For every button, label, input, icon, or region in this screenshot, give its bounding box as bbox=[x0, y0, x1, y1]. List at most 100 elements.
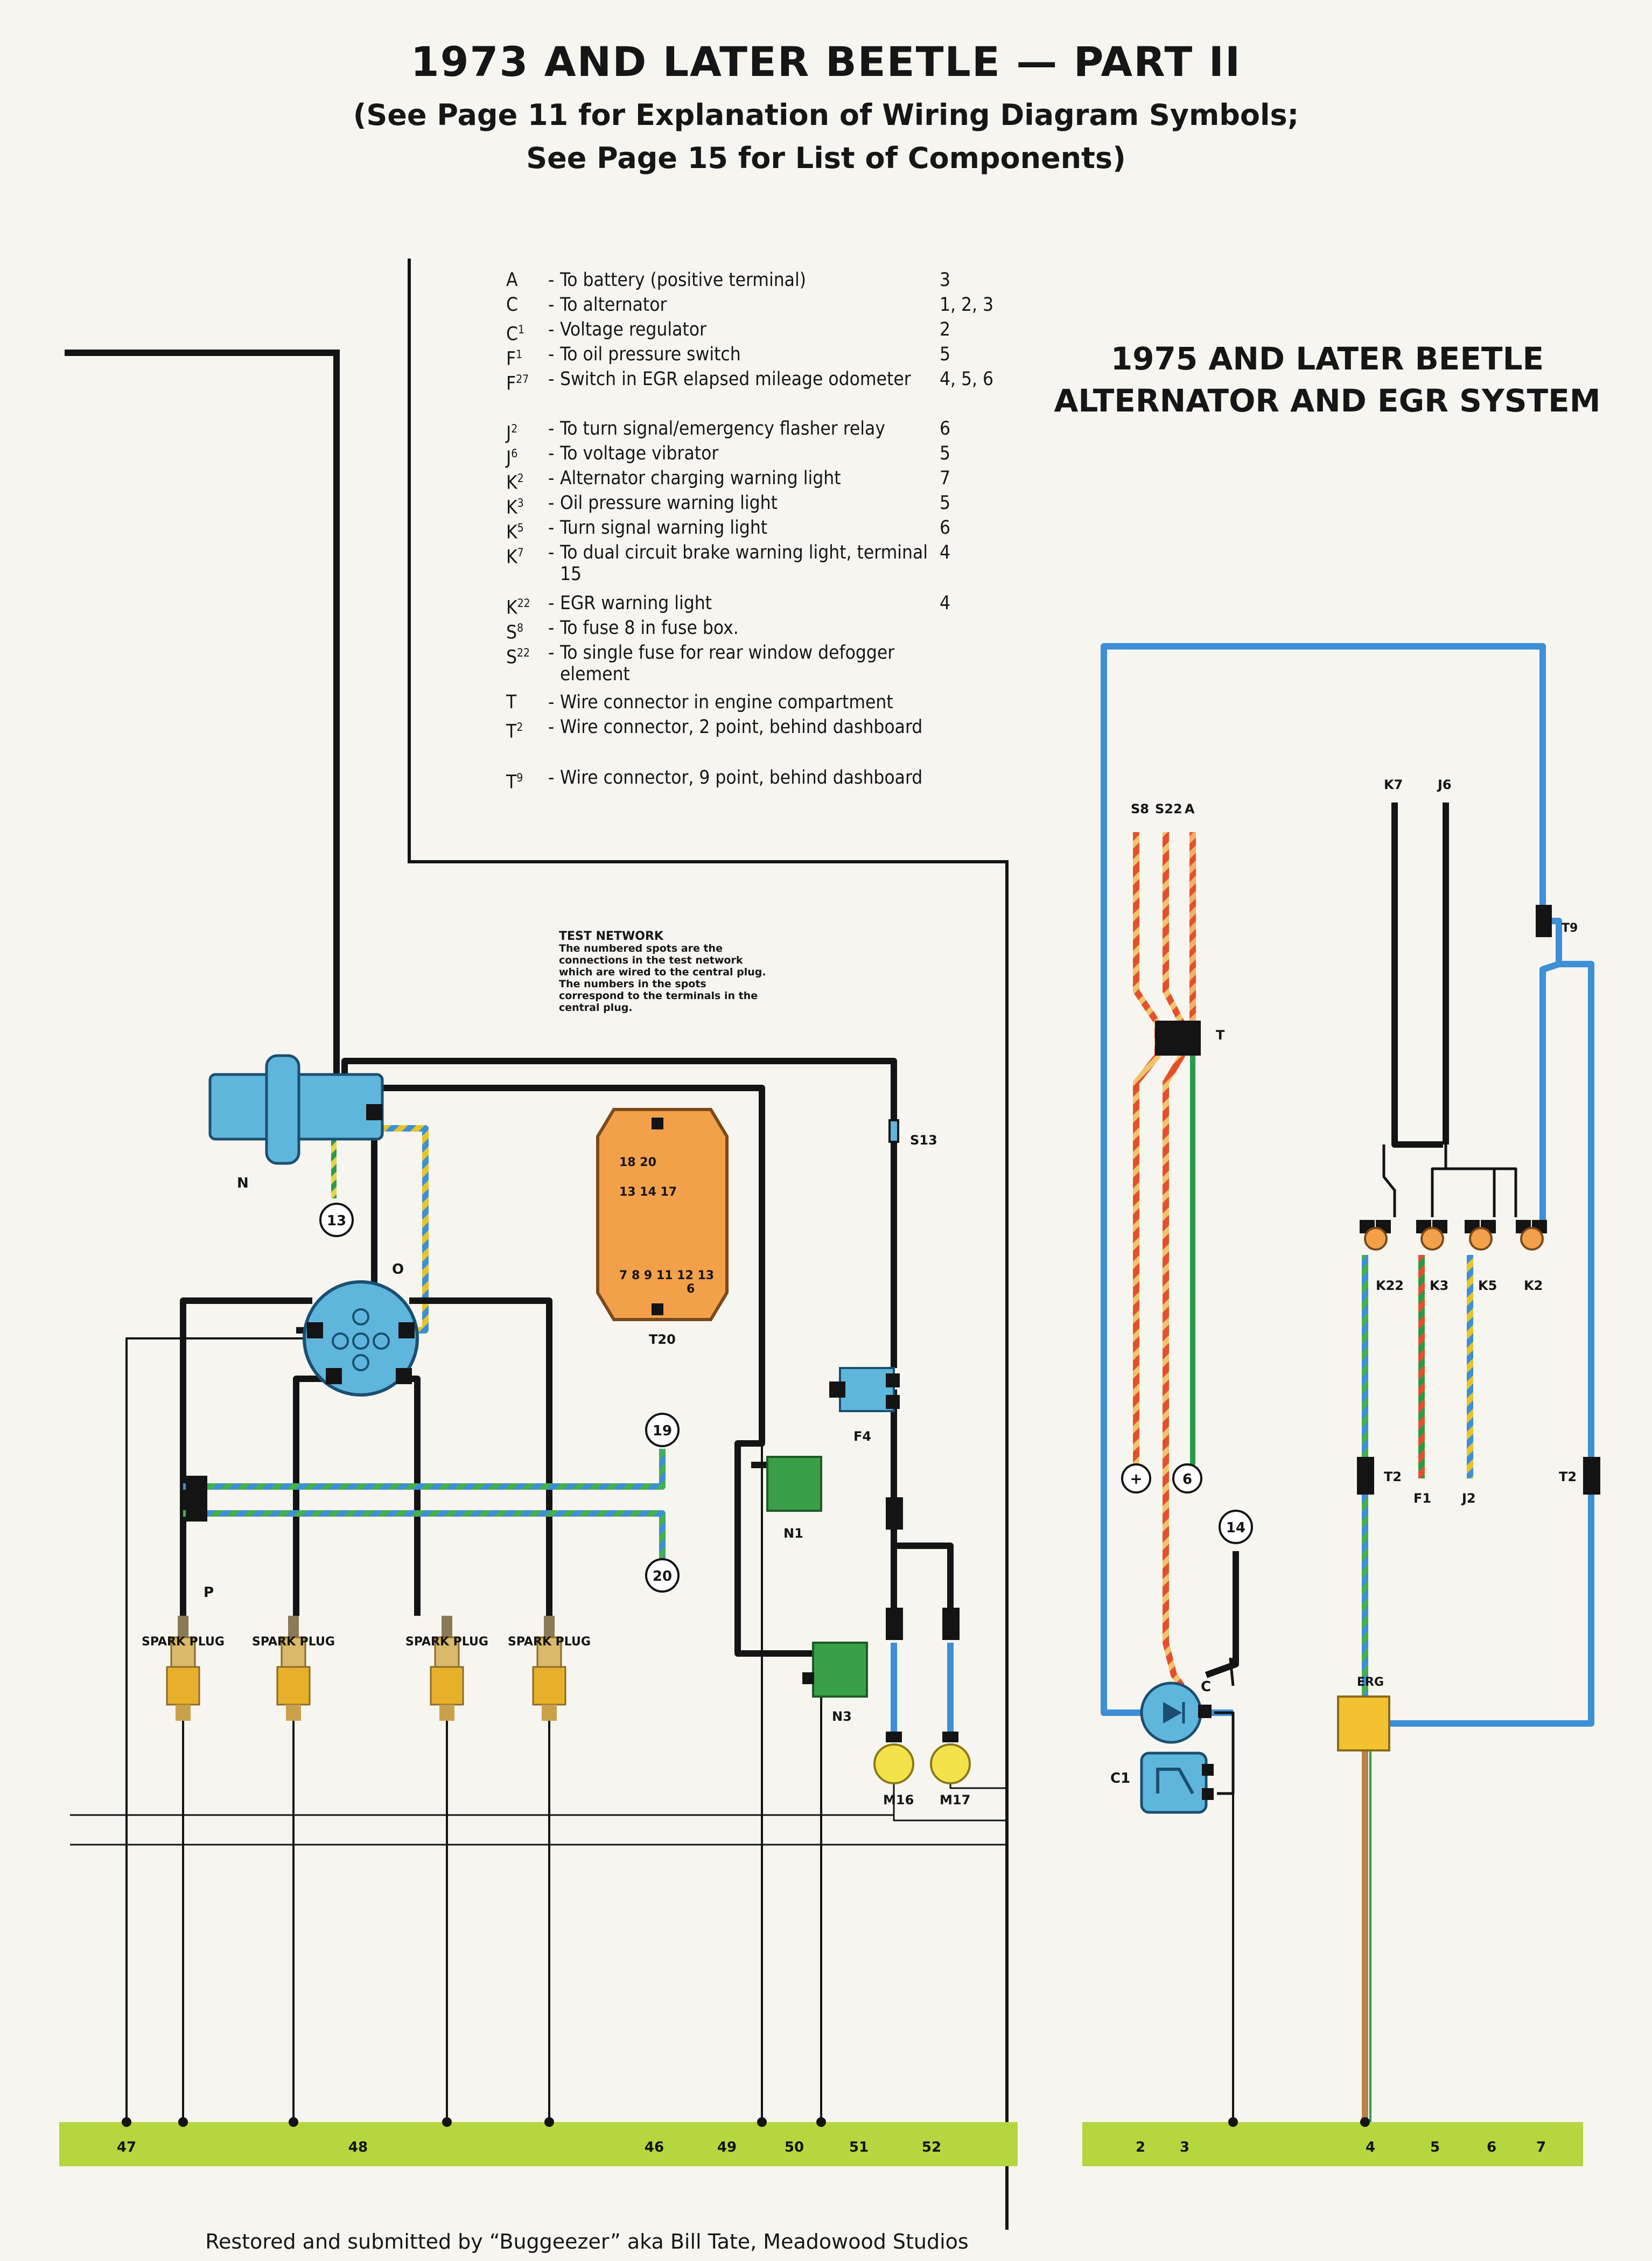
label-k7: K7 bbox=[1384, 777, 1403, 792]
legend-dash: - bbox=[548, 642, 555, 664]
right-bus-dots bbox=[1228, 2117, 1370, 2127]
fuse-s13 bbox=[888, 1119, 899, 1143]
bus-number-52: 52 bbox=[922, 2139, 941, 2155]
label-m16: M16 bbox=[883, 1792, 914, 1808]
spark-plug-3 bbox=[430, 1616, 464, 1721]
legend-code: K5 bbox=[506, 521, 524, 543]
label-o: O bbox=[392, 1261, 404, 1278]
spot-14-label: 14 bbox=[1226, 1520, 1245, 1536]
bus-number-7: 7 bbox=[1536, 2139, 1546, 2155]
alternator-c bbox=[1140, 1681, 1212, 1744]
t20-pins-1: 18 20 bbox=[619, 1156, 656, 1169]
lamp-m17 bbox=[930, 1732, 971, 1784]
legend-description: To battery (positive terminal) bbox=[560, 269, 806, 291]
connector-left-3 bbox=[942, 1608, 960, 1640]
legend-dash: - bbox=[548, 592, 555, 614]
legend-code: K7 bbox=[506, 546, 524, 568]
legend-dash: - bbox=[548, 443, 555, 464]
legend-code: A bbox=[506, 269, 518, 291]
spark-plug-label-4: SPARK PLUG bbox=[508, 1635, 591, 1649]
legend-terminals: 3 bbox=[940, 269, 951, 291]
credit-line: Restored and submitted by “Buggeezer” ak… bbox=[205, 2230, 969, 2253]
label-s8: S8 bbox=[1131, 801, 1149, 817]
warning-lights bbox=[1360, 1220, 1547, 1251]
legend-dash: - bbox=[548, 542, 555, 563]
legend-description: To fuse 8 in fuse box. bbox=[560, 617, 739, 639]
legend-dash: - bbox=[548, 617, 555, 639]
legend-description: To oil pressure switch bbox=[560, 344, 741, 365]
legend-code: J2 bbox=[506, 422, 518, 444]
spot-19-label: 19 bbox=[653, 1423, 672, 1439]
legend-code: C1 bbox=[506, 323, 525, 345]
legend-terminals: 1, 2, 3 bbox=[940, 294, 994, 316]
test-spot-14 bbox=[1219, 1510, 1253, 1544]
label-m17: M17 bbox=[940, 1792, 970, 1808]
label-a: A bbox=[1185, 801, 1195, 817]
bus-number-49: 49 bbox=[717, 2139, 737, 2155]
bus-number-46: 46 bbox=[645, 2139, 664, 2155]
left-wiring bbox=[70, 1058, 1007, 2122]
central-plug-t20 bbox=[596, 1108, 729, 1321]
test-spot-plus bbox=[1121, 1463, 1151, 1494]
legend-terminals: 4, 5, 6 bbox=[940, 368, 994, 390]
spark-plug-2 bbox=[276, 1616, 311, 1721]
legend-dash: - bbox=[548, 294, 555, 316]
label-s22: S22 bbox=[1155, 801, 1182, 817]
connector-left-1 bbox=[886, 1497, 903, 1530]
spark-plug-4 bbox=[532, 1616, 566, 1721]
legend-dash: - bbox=[548, 716, 555, 738]
label-t2-right: T2 bbox=[1559, 1469, 1577, 1484]
legend-description: Wire connector, 9 point, behind dashboar… bbox=[560, 767, 923, 788]
test-network-note: TEST NETWORK The numbered spots are the … bbox=[559, 931, 769, 1014]
legend-code: S8 bbox=[506, 622, 524, 644]
connector-left-2 bbox=[886, 1608, 903, 1640]
test-spot-13 bbox=[319, 1203, 354, 1237]
right-wiring bbox=[1101, 643, 1594, 2122]
left-bus-bar bbox=[59, 2122, 1018, 2166]
label-f1: F1 bbox=[1413, 1491, 1431, 1506]
lamp-m16 bbox=[873, 1732, 914, 1784]
legend-code: K2 bbox=[506, 472, 524, 494]
legend-terminals: 6 bbox=[940, 418, 951, 439]
t20-pins-2: 13 14 17 bbox=[619, 1185, 677, 1199]
label-j2: J2 bbox=[1461, 1491, 1476, 1506]
legend-terminals: 4 bbox=[940, 592, 951, 614]
legend-description: Wire connector, 2 point, behind dashboar… bbox=[560, 716, 923, 738]
connector-t2-left bbox=[1357, 1457, 1374, 1495]
connector-t2-right bbox=[1583, 1457, 1600, 1495]
legend-dash: - bbox=[548, 492, 555, 514]
relay-n3 bbox=[812, 1642, 868, 1698]
legend-description: To alternator bbox=[560, 294, 667, 316]
legend-dash: - bbox=[548, 418, 555, 439]
bus-number-6: 6 bbox=[1487, 2139, 1496, 2155]
bus-number-50: 50 bbox=[785, 2139, 804, 2155]
label-t20: T20 bbox=[649, 1332, 676, 1347]
label-s13: S13 bbox=[910, 1133, 937, 1148]
page-subtitle-2: See Page 15 for List of Components) bbox=[526, 141, 1126, 175]
label-c1: C1 bbox=[1110, 1770, 1130, 1787]
legend-terminals: 5 bbox=[940, 492, 951, 514]
test-network-text: The numbered spots are the connections i… bbox=[559, 943, 766, 1014]
legend-code: C bbox=[506, 294, 518, 316]
legend-description: Switch in EGR elapsed mileage odometer bbox=[560, 368, 911, 390]
bus-number-48: 48 bbox=[348, 2139, 368, 2155]
bus-number-4: 4 bbox=[1366, 2139, 1375, 2155]
legend-code: T bbox=[506, 692, 517, 713]
bus-number-47: 47 bbox=[117, 2139, 136, 2155]
label-k22: K22 bbox=[1376, 1278, 1404, 1293]
legend-description: Wire connector in engine compartment bbox=[560, 692, 893, 713]
connector-t9 bbox=[1536, 905, 1552, 937]
egr-switch bbox=[1337, 1695, 1390, 1751]
label-j6: J6 bbox=[1437, 777, 1452, 792]
spot-6-label: 6 bbox=[1182, 1471, 1192, 1488]
legend-terminals: 5 bbox=[940, 443, 951, 464]
right-panel-title-1: 1975 AND LATER BEETLE bbox=[1110, 340, 1544, 377]
bus-number-2: 2 bbox=[1136, 2139, 1145, 2155]
legend-terminals: 2 bbox=[940, 319, 951, 340]
spark-plug-label-2: SPARK PLUG bbox=[252, 1635, 335, 1649]
label-k2: K2 bbox=[1524, 1278, 1543, 1293]
legend-dash: - bbox=[548, 319, 555, 340]
relay-n1 bbox=[766, 1456, 822, 1512]
label-c: C bbox=[1201, 1679, 1211, 1695]
